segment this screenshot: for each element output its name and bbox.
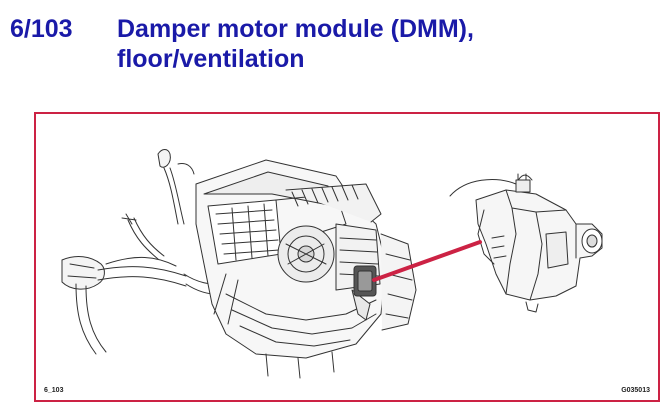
section-number: 6/103 (10, 15, 73, 43)
callout-pointer (372, 240, 482, 282)
hvac-illustration (61, 149, 603, 379)
dmm-location-on-housing (353, 265, 377, 297)
page-title: Damper motor module (DMM), floor/ventila… (117, 14, 474, 74)
figure-id-left: 6_103 (44, 387, 64, 394)
page-title-line-1: Damper motor module (DMM), (117, 15, 474, 43)
damper-motor-module-detail (449, 173, 603, 313)
hose-assembly (61, 149, 229, 355)
figure-id-right: G035013 (621, 387, 650, 394)
hvac-housing (195, 159, 417, 379)
figure-frame: 6_103 G035013 (34, 112, 660, 402)
page-title-line-2: floor/ventilation (117, 45, 305, 73)
